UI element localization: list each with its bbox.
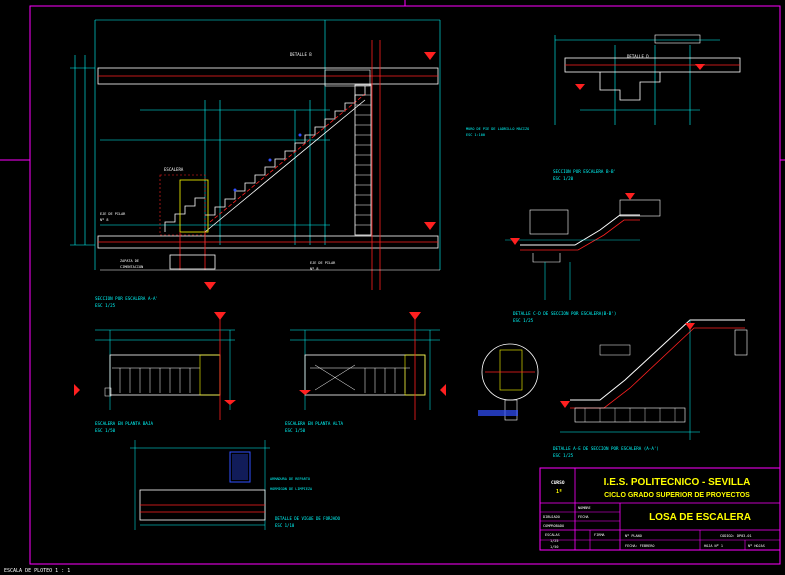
bottom-note-1: ARMADURA DE REPARTO <box>270 477 310 481</box>
plan-high-title: ESCALERA EN PLANTA ALTA <box>285 421 343 426</box>
pillar-num-2: Nº 8 <box>310 267 318 271</box>
section-bb-scale: ESC 1/20 <box>553 176 574 181</box>
foundation-label: CIMENTACION <box>120 265 143 269</box>
detail-d-drawing <box>554 34 741 125</box>
plano-label: Nº PLANO <box>625 534 642 538</box>
footing-label: ZAPATA DE <box>120 259 139 263</box>
pillar-label-1: EJE DE PILAR <box>100 212 126 216</box>
hoja-label: HOJA Nº 1 <box>704 544 723 548</box>
curso-label: CURSO <box>551 480 565 486</box>
curso-value: 1º <box>556 489 562 495</box>
escala-1: 1/25 <box>550 539 558 543</box>
section-aa-scale: ESC 1/25 <box>95 303 116 308</box>
bottom-note-2: HORMIGON DE LIMPIEZA <box>270 487 313 491</box>
section-aa-drawing <box>70 19 441 290</box>
pillar-label-2: EJE DE PILAR <box>310 261 336 265</box>
detail-cd-scale: ESC 1/25 <box>513 318 534 323</box>
school-name: I.E.S. POLITECNICO - SEVILLA <box>604 477 751 488</box>
firma-label: FIRMA <box>594 533 605 537</box>
pillar-num-1: Nº 8 <box>100 218 108 222</box>
scale-footer: ESCALA DE PLOTEO 1 : 1 <box>4 568 70 574</box>
bottom-detail-scale: ESC 1/10 <box>275 523 295 528</box>
plan-high-drawing <box>290 312 446 420</box>
detail-ae-drawing <box>478 319 748 440</box>
course-name: CICLO GRADO SUPERIOR DE PROYECTOS <box>604 492 750 499</box>
brick-wall-note: MURO DE PIE DE LADRILLO MACIZO <box>466 127 529 131</box>
comprobado-label: COMPROBADO <box>543 524 564 528</box>
fecha-label: FECHA <box>578 515 589 519</box>
fecha-value: FECHA: FEBRERO <box>625 544 655 548</box>
detail-ae-scale: ESC 1/25 <box>553 453 574 458</box>
plan-low-drawing <box>74 312 236 420</box>
detail-cd-title: DETALLE C-D DE SECCION POR ESCALERA(B-B'… <box>513 311 616 316</box>
escala-2: 1/50 <box>550 545 558 549</box>
sheet-title: LOSA DE ESCALERA <box>649 512 751 523</box>
plan-high-scale: ESC 1/50 <box>285 428 306 433</box>
detail-d-label: DETALLE D <box>627 54 649 59</box>
section-bb-title: SECCION POR ESCALERA B-B' <box>553 169 616 174</box>
detail-ae-title: DETALLE A-E DE SECCION POR ESCALERA (A-A… <box>553 446 659 451</box>
bottom-detail-drawing <box>130 440 270 530</box>
section-aa-title: SECCION POR ESCALERA A-A' <box>95 296 158 301</box>
code-label: CODIGO: DP03-01 <box>720 534 752 538</box>
stair-label: ESCALERA <box>164 167 184 172</box>
bottom-detail-title: DETALLE DE VIGUE DE FORJADO <box>275 516 341 521</box>
detail-b-label: DETALLE B <box>290 52 312 57</box>
plan-low-title: ESCALERA EN PLANTA BAJA <box>95 421 153 426</box>
section-bb-drawing <box>505 193 661 300</box>
dibujado-label: DIBUJADO <box>543 515 560 519</box>
plan-low-scale: ESC 1/50 <box>95 428 116 433</box>
hojas-label: Nº HOJAS <box>748 544 765 548</box>
brick-wall-scale: ESC 1:100 <box>466 133 485 137</box>
escalas-label: ESCALAS <box>545 533 560 537</box>
nombre-label: NOMBRE <box>578 506 591 510</box>
title-block <box>539 467 781 551</box>
